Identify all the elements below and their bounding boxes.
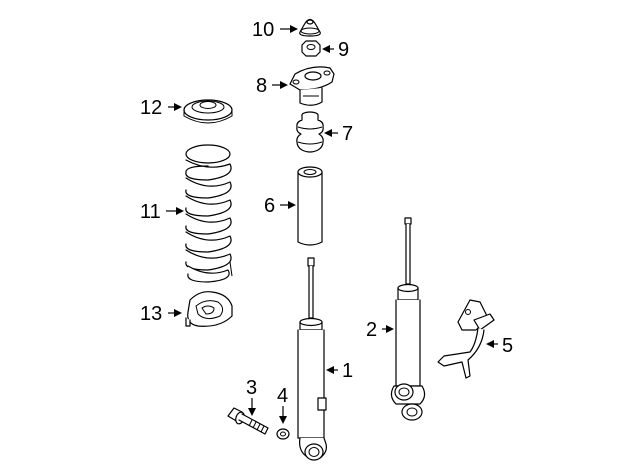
part-4-washer [276, 428, 290, 440]
part-9-nut [301, 40, 321, 57]
callout-number: 13 [140, 303, 162, 325]
part-11-coil-spring [185, 144, 233, 283]
part-3-bolt [227, 407, 269, 435]
callout-5: 5 [486, 335, 513, 357]
callout-number: 10 [252, 19, 274, 41]
callout-number: 5 [502, 335, 513, 357]
callout-8: 8 [256, 75, 288, 97]
callout-number: 7 [342, 123, 353, 145]
part-12-upper-spring-seat [183, 99, 233, 124]
callout-9: 9 [322, 39, 349, 61]
callout-number: 2 [366, 319, 377, 341]
callout-number: 4 [277, 385, 288, 407]
callout-6: 6 [264, 195, 296, 217]
callout-number: 9 [338, 39, 349, 61]
callout-7: 7 [324, 123, 353, 145]
callout-12: 12 [140, 97, 182, 119]
callout-11: 11 [140, 201, 184, 223]
callout-4: 4 [277, 385, 288, 424]
callout-number: 1 [342, 360, 353, 382]
callout-10: 10 [252, 19, 298, 41]
callout-3: 3 [246, 377, 257, 416]
part-2-shock-absorber [390, 217, 426, 421]
part-8-upper-mount [289, 66, 335, 106]
callout-2: 2 [366, 319, 394, 341]
part-6-dust-boot [297, 166, 323, 246]
part-1-shock-absorber [297, 257, 327, 461]
part-13-lower-spring-seat [185, 291, 233, 327]
callout-number: 11 [140, 201, 161, 223]
callout-number: 12 [140, 97, 162, 119]
callout-number: 8 [256, 75, 267, 97]
part-10-dust-cap [299, 18, 321, 37]
callout-number: 6 [264, 195, 275, 217]
part-5-sensor-bracket [437, 299, 495, 379]
callout-13: 13 [140, 303, 182, 325]
callout-number: 3 [246, 377, 257, 399]
callout-1: 1 [326, 360, 353, 382]
part-7-bump-stop [296, 111, 324, 153]
